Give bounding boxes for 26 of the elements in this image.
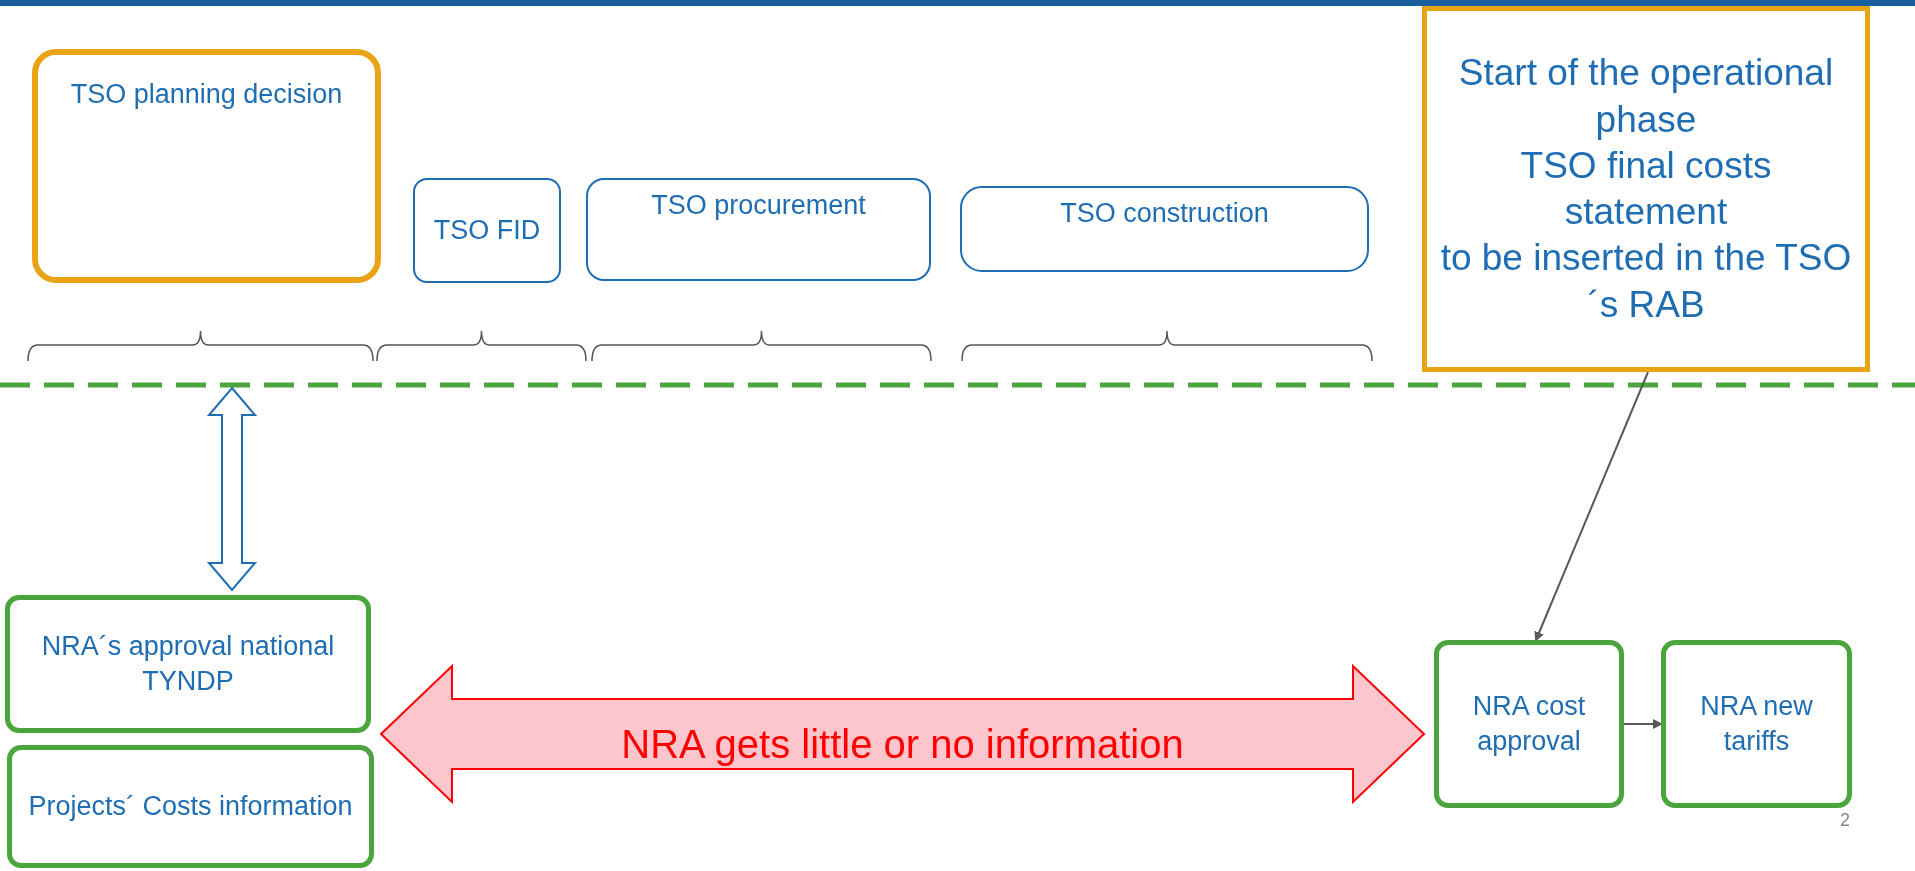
phase-box	[32, 49, 381, 283]
arrow	[1623, 719, 1663, 729]
node-text: NRA new tariffs	[1699, 689, 1814, 758]
milestone-box	[1422, 6, 1870, 372]
phase-box	[960, 186, 1369, 272]
info-box	[7, 745, 374, 868]
node-text: Start of the operational phase	[1457, 51, 1835, 142]
node-text: TSO procurement	[651, 189, 866, 222]
phase-box	[413, 178, 561, 283]
tariff-box	[1661, 640, 1852, 808]
approval-box	[5, 595, 371, 733]
arrow	[1534, 371, 1649, 642]
phase-box	[586, 178, 931, 281]
node-text: NRA´s approval national TYNDP	[40, 629, 336, 698]
node-text: NRA cost approval	[1471, 689, 1587, 758]
approval-box	[1434, 640, 1624, 808]
node-text: TSO final costs statement	[1519, 143, 1773, 234]
edge-label: NRA gets little or no information	[621, 721, 1184, 767]
node-text: TSO construction	[1060, 197, 1269, 230]
node-text: Projects´ Costs information	[28, 789, 353, 823]
node-text: TSO planning decision	[70, 78, 343, 111]
page-number: 2	[1840, 810, 1850, 831]
node-text: TSO FID	[433, 213, 541, 247]
double-block-arrow	[206, 386, 258, 592]
node-text: to be inserted in the TSO´s RAB	[1439, 236, 1853, 327]
double-block-arrow	[379, 663, 1426, 805]
